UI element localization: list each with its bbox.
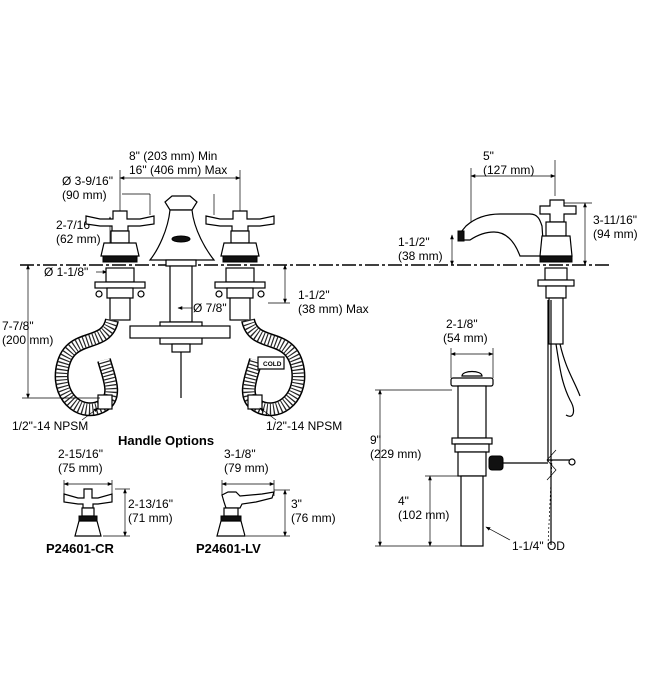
cold-tag-label: COLD bbox=[263, 361, 282, 368]
spout-clearance-mm: (38 mm) bbox=[398, 249, 443, 263]
right-braided-hose: COLD bbox=[241, 317, 306, 417]
handle-height-label: 2-7/16" bbox=[56, 218, 94, 232]
supply-diameter-label: Ø 7/8" bbox=[193, 301, 227, 315]
lever-height-mm: (76 mm) bbox=[291, 511, 336, 525]
lever-width-mm: (79 mm) bbox=[224, 461, 269, 475]
reach-label: 5" bbox=[483, 149, 494, 163]
overall-depth-label: 7-7/8" bbox=[2, 319, 34, 333]
pop-up-drain: 2-1/8" (54 mm) 9" (229 mm) 4" (102 mm) 1… bbox=[370, 317, 565, 553]
cold-tag bbox=[257, 356, 285, 370]
lever-handle-option bbox=[216, 491, 275, 537]
connection-left-leader bbox=[81, 407, 99, 421]
drain-od-label: 1-1/4" OD bbox=[512, 539, 565, 553]
cross-width-label: 2-15/16" bbox=[58, 447, 103, 461]
right-cross-handle bbox=[205, 210, 275, 321]
cross-handle-option bbox=[63, 488, 113, 537]
handle-options: Handle Options 2-15/16" (75 mm) 2-13/16"… bbox=[46, 433, 336, 556]
side-hose bbox=[555, 343, 575, 417]
side-view: 5" (127 mm) 3-11/16" (94 mm) 1-1/2" (38 … bbox=[398, 149, 638, 546]
connection-left-label: 1/2"-14 NPSM bbox=[12, 419, 88, 433]
lever-width-label: 3-1/8" bbox=[224, 447, 256, 461]
spout-diameter-mm: (90 mm) bbox=[62, 188, 107, 202]
deck-thickness-label: 1-1/2" bbox=[298, 288, 330, 302]
drain-tail-label: 4" bbox=[398, 494, 409, 508]
lever-height-label: 3" bbox=[291, 497, 302, 511]
cross-height-label: 2-13/16" bbox=[128, 497, 173, 511]
reach-mm: (127 mm) bbox=[483, 163, 534, 177]
shank-diameter-label: Ø 1-1/8" bbox=[44, 265, 88, 279]
front-view: 8" (203 mm) Min 16" (406 mm) Max Ø 3-9/1… bbox=[2, 149, 612, 433]
deck-thickness-mm: (38 mm) Max bbox=[298, 302, 369, 316]
spread-min-label: 8" (203 mm) Min bbox=[129, 149, 217, 163]
lever-model-label: P24601-LV bbox=[196, 541, 261, 556]
connection-right-label: 1/2"-14 NPSM bbox=[266, 419, 342, 433]
left-braided-hose bbox=[54, 317, 119, 417]
drain-width-label: 2-1/8" bbox=[446, 317, 478, 331]
handle-above-label: 3-11/16" bbox=[593, 213, 637, 227]
handle-options-title: Handle Options bbox=[118, 433, 214, 448]
spout-body bbox=[148, 195, 216, 398]
drain-tail-mm: (102 mm) bbox=[398, 508, 449, 522]
handle-above-mm: (94 mm) bbox=[593, 227, 638, 241]
cross-model-label: P24601-CR bbox=[46, 541, 115, 556]
supply-crossbar bbox=[129, 325, 231, 339]
spout-diameter-label: Ø 3-9/16" bbox=[62, 174, 113, 188]
connection-right-leader bbox=[259, 407, 277, 421]
drain-overall-label: 9" bbox=[370, 433, 381, 447]
drain-od-leader bbox=[485, 526, 511, 541]
side-handle bbox=[537, 199, 577, 345]
spout-clearance-label: 1-1/2" bbox=[398, 235, 430, 249]
handle-height-mm: (62 mm) bbox=[56, 232, 101, 246]
left-cross-handle bbox=[85, 210, 155, 321]
cross-width-mm: (75 mm) bbox=[58, 461, 103, 475]
overall-depth-mm: (200 mm) bbox=[2, 333, 53, 347]
drain-overall-mm: (229 mm) bbox=[370, 447, 421, 461]
spread-max-label: 16" (406 mm) Max bbox=[129, 163, 227, 177]
drain-width-mm: (54 mm) bbox=[443, 331, 488, 345]
cross-height-mm: (71 mm) bbox=[128, 511, 173, 525]
